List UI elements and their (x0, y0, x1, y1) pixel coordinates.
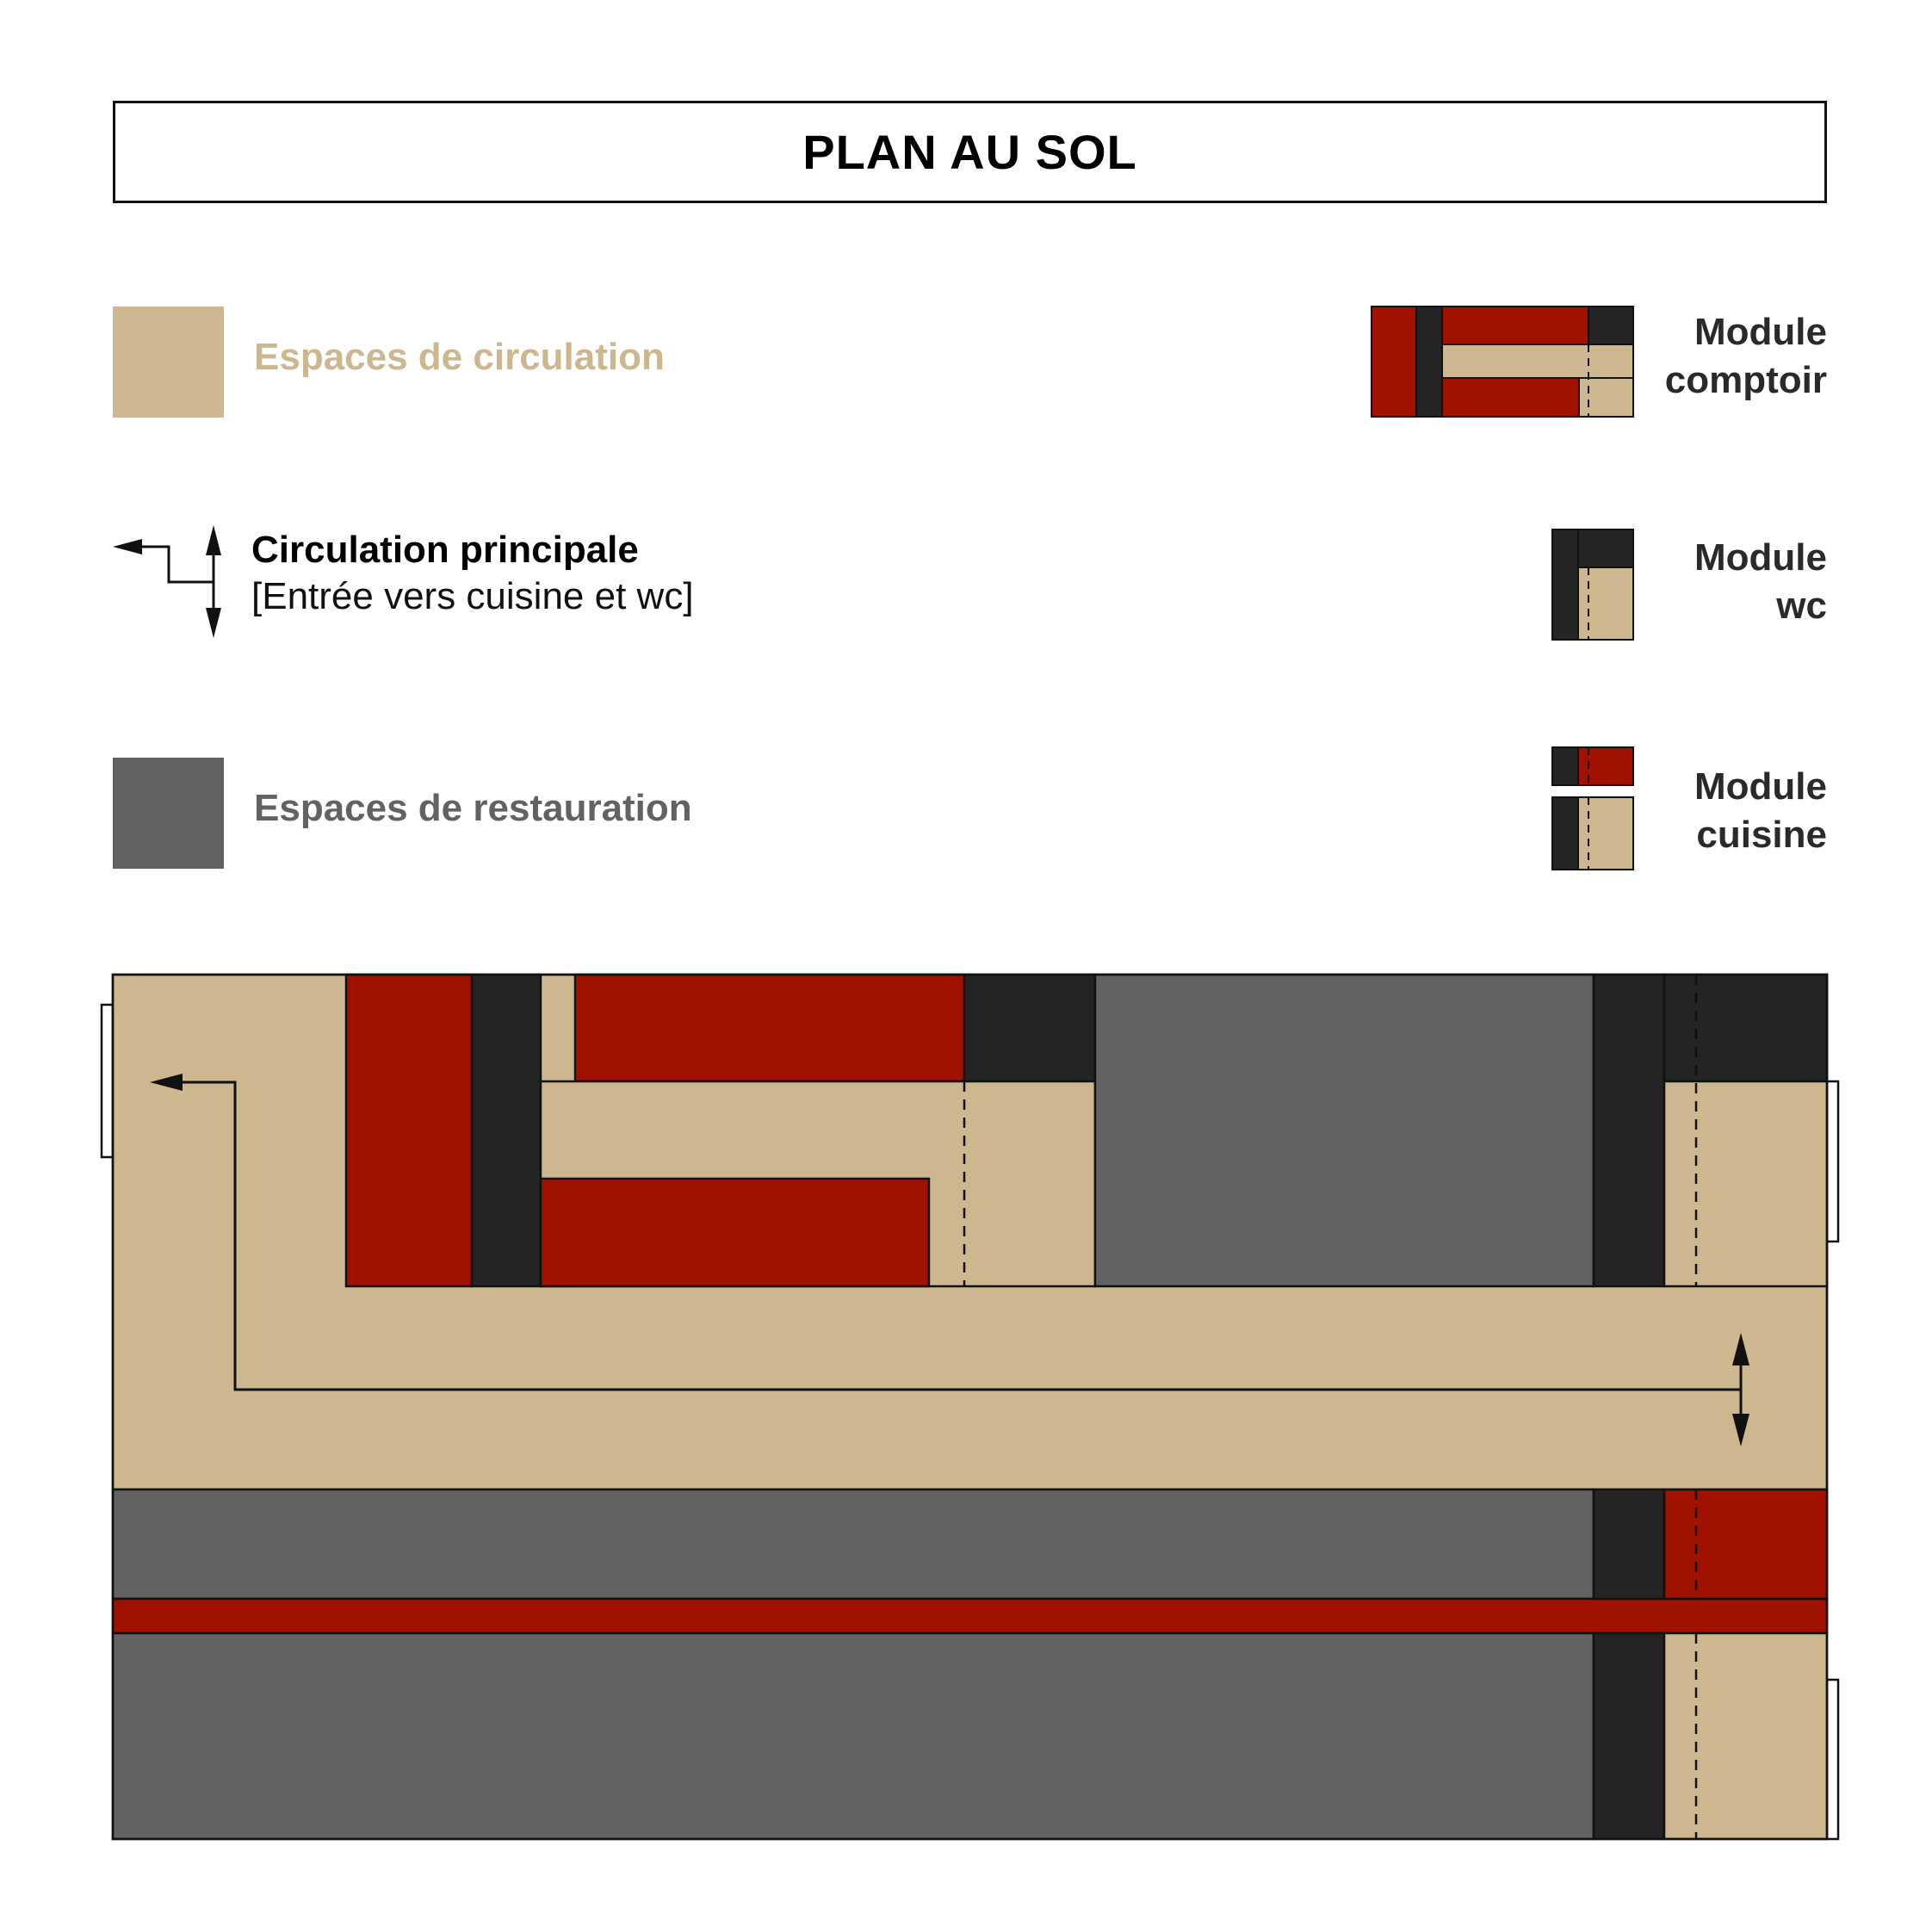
module-cuisine-label: Module cuisine (1694, 763, 1827, 859)
door-wc (1825, 1080, 1840, 1243)
plan-arrow-up-head (1732, 1333, 1749, 1365)
module-cuisine-line2: cuisine (1696, 814, 1827, 856)
floor-plan-outline (111, 973, 1829, 1841)
floor-plan (100, 973, 1840, 1841)
restauration-legend-label: Espaces de restauration (254, 787, 692, 829)
cuisine-dark-top (1592, 1488, 1666, 1601)
module-wc-label: Module wc (1694, 534, 1827, 630)
cuisine-circulation (1663, 1632, 1829, 1841)
comptoir-red-bottom (539, 1177, 931, 1288)
cuisine-red-top (1663, 1488, 1829, 1601)
plan-arrow-left-head (150, 1074, 183, 1091)
restauration-lower-top (111, 1488, 1595, 1601)
wc-dark-top (1663, 973, 1829, 1083)
plan-arrow-down-head (1732, 1414, 1749, 1446)
restauration-lower-bottom (111, 1632, 1595, 1841)
door-cuisine (1825, 1678, 1840, 1841)
restauration-swatch (113, 758, 224, 869)
module-wc-icon (1551, 529, 1634, 641)
wc-circulation (1663, 1080, 1829, 1288)
module-comptoir-line1: Module (1694, 311, 1827, 353)
circulation-main-label: Circulation principale (251, 529, 639, 571)
page-title: PLAN AU SOL (113, 101, 1827, 203)
comptoir-red-top (573, 973, 966, 1083)
module-comptoir-label: Module comptoir (1665, 308, 1827, 405)
restauration-top (1093, 973, 1595, 1288)
comptoir-dark-left (470, 973, 542, 1288)
cuisine-dark-bottom (1592, 1632, 1666, 1841)
module-wc-line2: wc (1776, 585, 1827, 627)
circulation-swatch (113, 307, 224, 418)
module-wc-line1: Module (1694, 536, 1827, 579)
red-band (111, 1597, 1829, 1635)
comptoir-red-left (344, 973, 474, 1288)
circulation-main-sub: [Entrée vers cuisine et wc] (251, 575, 694, 617)
comptoir-dark-top (963, 973, 1097, 1083)
module-comptoir-icon (1371, 306, 1634, 418)
wc-dark-wall (1592, 973, 1666, 1288)
circulation-legend-label: Espaces de circulation (254, 336, 665, 378)
module-comptoir-line2: comptoir (1664, 359, 1827, 401)
door-entrance (100, 1003, 115, 1159)
module-cuisine-icon (1551, 746, 1634, 870)
module-cuisine-line1: Module (1694, 765, 1827, 808)
